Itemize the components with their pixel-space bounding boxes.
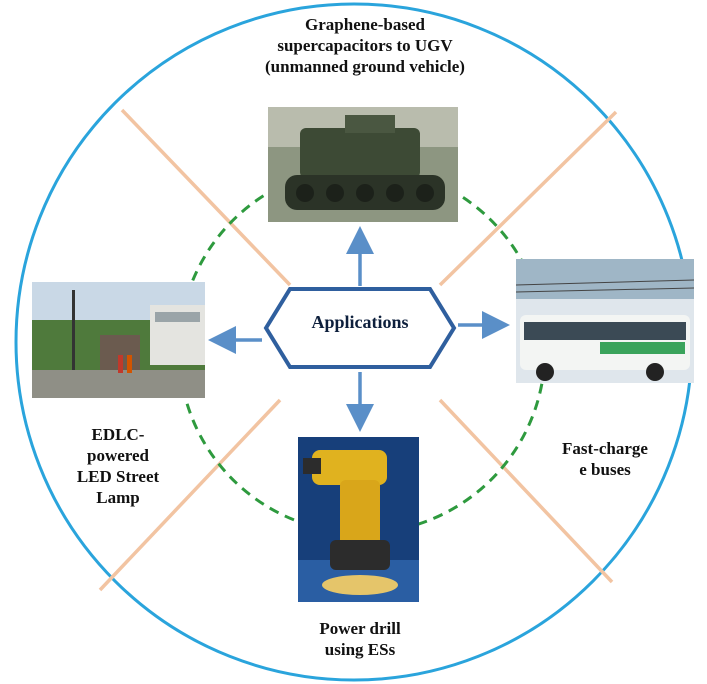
label-lamp: EDLC- powered LED Street Lamp [58,424,178,508]
center-label: Applications [311,312,409,332]
label-lamp-line-4: Lamp [96,488,140,507]
spoke-bottom-right [438,398,614,584]
bus-image [515,259,695,383]
label-drill-line-2: using ESs [324,640,396,659]
spoke-top-left [120,108,292,287]
label-ugv: Graphene-based supercapacitors to UGV (u… [230,14,500,77]
label-drill: Power drill using ESs [290,618,430,660]
ugv-image [268,107,458,222]
spoke-top-right [438,110,618,287]
street-lamp-image [32,282,205,398]
label-lamp-line-2: powered [86,446,149,465]
applications-hexagon [263,287,457,369]
spokes [98,108,618,592]
label-bus-line-2: e buses [579,460,631,479]
label-drill-line-1: Power drill [319,619,401,638]
label-ugv-line-2: supercapacitors to UGV [277,36,453,55]
label-lamp-line-1: EDLC- [91,425,145,444]
label-bus-line-1: Fast-charge [562,439,648,458]
label-bus: Fast-charge e buses [540,438,670,480]
spoke-bottom-left [98,398,282,592]
label-ugv-line-3: (unmanned ground vehicle) [265,57,465,76]
power-drill-image [298,437,419,602]
label-ugv-line-1: Graphene-based [305,15,425,34]
label-lamp-line-3: LED Street [76,467,160,486]
